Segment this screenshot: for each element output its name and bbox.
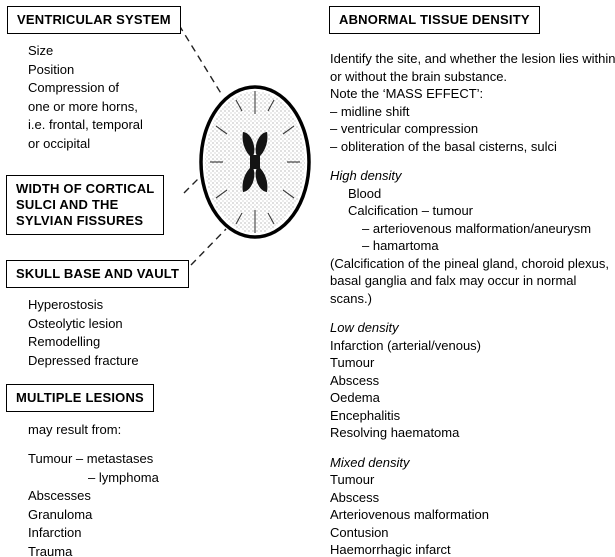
ventricular-system-box: VENTRICULAR SYSTEM bbox=[7, 6, 181, 34]
list-item: i.e. frontal, temporal bbox=[28, 117, 143, 132]
list-item: Tumour – metastases bbox=[28, 451, 154, 466]
cortical-sulci-box: WIDTH OF CORTICAL SULCI AND THE SYLVIAN … bbox=[6, 175, 165, 235]
mass-effect-heading: Note the ‘MASS EFFECT’: bbox=[330, 86, 484, 101]
lesions-intro: may result from: bbox=[28, 422, 122, 437]
mixed-density-item: Haemorrhagic infarct bbox=[330, 542, 451, 557]
mass-effect-item: – ventricular compression bbox=[330, 121, 479, 136]
list-item: Hyperostosis bbox=[28, 297, 104, 312]
skull-list: Hyperostosis Osteolytic lesion Remodelli… bbox=[28, 296, 139, 370]
high-density-item: – hamartoma bbox=[362, 238, 439, 253]
low-density-item: Abscess bbox=[330, 372, 380, 388]
mixed-density-heading: Mixed density bbox=[330, 454, 410, 470]
list-item: – lymphoma bbox=[88, 469, 159, 485]
list-item: Remodelling bbox=[28, 334, 101, 349]
list-item: Size bbox=[28, 43, 54, 58]
list-item: Granuloma bbox=[28, 506, 93, 522]
low-density-item: Tumour bbox=[330, 355, 375, 370]
ventricles bbox=[242, 132, 268, 192]
list-item: Osteolytic lesion bbox=[28, 315, 123, 331]
high-density-heading: High density bbox=[330, 168, 402, 183]
high-density-item: – arteriovenous malformation/aneurysm bbox=[362, 220, 592, 236]
list-item: Depressed fracture bbox=[28, 352, 139, 368]
density-intro: Identify the site, and whether the lesio… bbox=[330, 51, 615, 84]
list-item: one or more horns, bbox=[28, 98, 138, 114]
sulci-lines bbox=[210, 91, 300, 233]
high-density-item: Blood bbox=[348, 185, 382, 201]
list-item: Abscesses bbox=[28, 488, 91, 503]
brain-ct-illustration bbox=[199, 85, 311, 239]
mixed-density-item: Contusion bbox=[330, 524, 389, 540]
abnormal-density-panel: Identify the site, and whether the lesio… bbox=[330, 50, 615, 557]
low-density-item: Oedema bbox=[330, 390, 380, 405]
abnormal-tissue-density-box: ABNORMAL TISSUE DENSITY bbox=[329, 6, 540, 34]
mass-effect-item: – midline shift bbox=[330, 103, 410, 119]
low-density-heading: Low density bbox=[330, 320, 399, 335]
high-density-note: (Calcification of the pineal gland, chor… bbox=[330, 255, 609, 306]
mass-effect-item: – obliteration of the basal cisterns, su… bbox=[330, 138, 557, 154]
mixed-density-item: Arteriovenous malformation bbox=[330, 507, 489, 522]
low-density-item: Resolving haematoma bbox=[330, 425, 460, 440]
lesions-list: Tumour – metastases – lymphoma Abscesses… bbox=[28, 450, 159, 557]
list-item: Trauma bbox=[28, 543, 73, 557]
high-density-item: Calcification – tumour bbox=[348, 203, 473, 218]
list-item: Position bbox=[28, 61, 75, 77]
ventricular-list: Size Position Compression of one or more… bbox=[28, 42, 143, 153]
list-item: or occipital bbox=[28, 135, 91, 151]
skull-base-vault-box: SKULL BASE AND VAULT bbox=[6, 260, 190, 288]
mixed-density-item: Tumour bbox=[330, 472, 375, 487]
low-density-item: Encephalitis bbox=[330, 407, 401, 423]
multiple-lesions-box: MULTIPLE LESIONS bbox=[6, 384, 154, 412]
list-item: Infarction bbox=[28, 525, 82, 540]
mixed-density-item: Abscess bbox=[330, 489, 380, 505]
list-item: Compression of bbox=[28, 80, 120, 95]
low-density-item: Infarction (arterial/venous) bbox=[330, 337, 482, 353]
